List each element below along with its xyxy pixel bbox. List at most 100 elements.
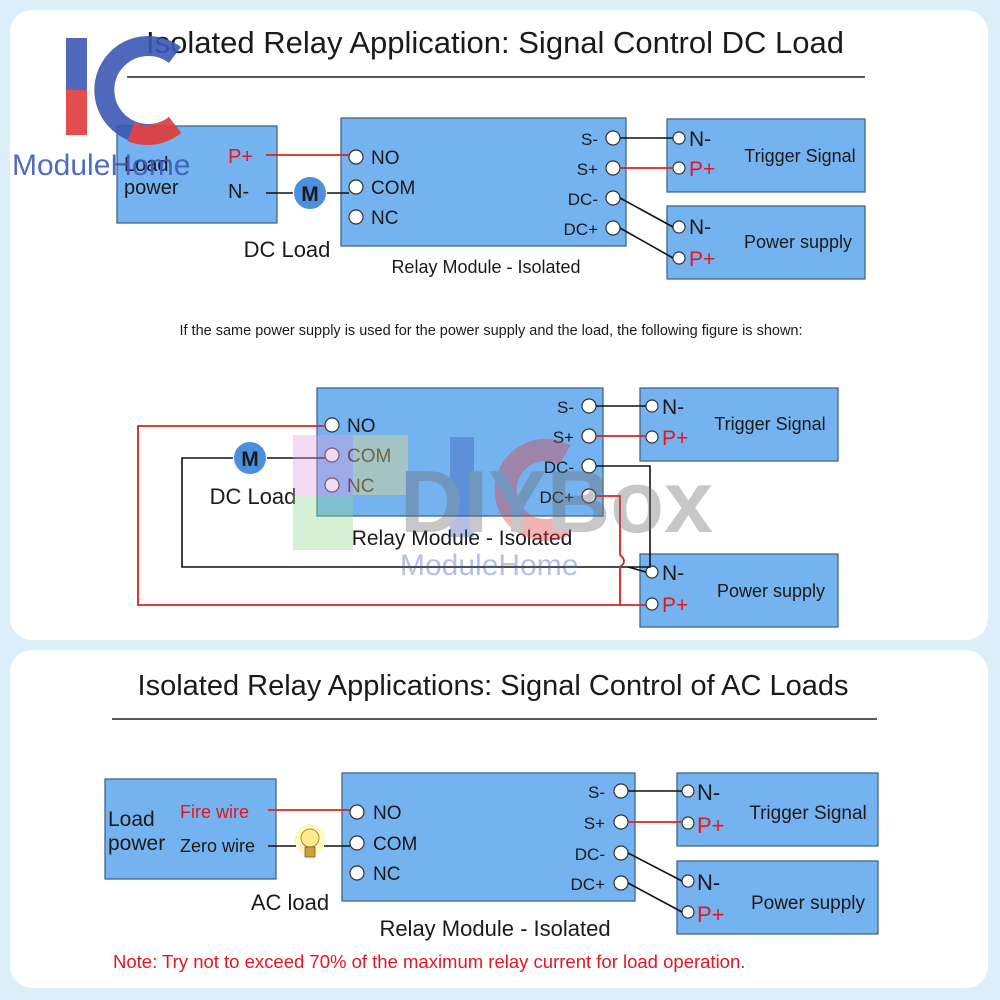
supply-n-label-2: N- [662, 562, 684, 585]
pin-dc-plus-label-2: DC+ [540, 488, 575, 507]
trigger-n-label-3: N- [697, 780, 720, 805]
trigger-p-label: P+ [689, 158, 715, 181]
pin-s-minus-2 [581, 398, 597, 414]
power-supply-block [666, 205, 866, 280]
trigger-signal-block [666, 118, 866, 193]
pin-s-plus-2 [581, 428, 597, 444]
trigger-pin-n [672, 131, 686, 145]
lightbulb-icon [294, 824, 326, 858]
supply-pin-p-2 [645, 597, 659, 611]
load-power-block [116, 125, 278, 224]
trigger-n-label-2: N- [662, 396, 684, 419]
pin-dc-plus-3 [613, 875, 629, 891]
note-same-supply: If the same power supply is used for the… [179, 323, 802, 339]
power-supply-block-2 [639, 553, 839, 628]
zero-wire-label: Zero wire [180, 836, 255, 856]
relay-module-block [340, 117, 627, 247]
pin-dc-minus-label-2: DC- [544, 458, 574, 477]
supply-pin-n [672, 220, 686, 234]
pin-s-minus-label-2: S- [557, 398, 574, 417]
pin-com-label-3: COM [373, 834, 417, 855]
pin-no-label-2: NO [347, 416, 376, 437]
relay-module-block-2 [316, 387, 604, 517]
relay-label-3: Relay Module - Isolated [379, 916, 610, 941]
pin-nc-2 [324, 477, 340, 493]
supply-pin-p-3 [681, 905, 695, 919]
supply-p-label: P+ [689, 248, 715, 271]
pin-nc [348, 209, 364, 225]
trigger-label: Trigger Signal [744, 146, 855, 166]
relay-module-block-3 [341, 772, 636, 902]
supply-n-label: N- [689, 216, 711, 239]
pin-dc-plus-label-3: DC+ [571, 875, 606, 894]
trigger-n-label: N- [689, 128, 711, 151]
svg-text:ModuleHome: ModuleHome [12, 149, 190, 182]
pin-nc-label-3: NC [373, 864, 400, 885]
trigger-pin-n-3 [681, 784, 695, 798]
supply-label-2: Power supply [717, 581, 825, 601]
supply-pin-n-3 [681, 874, 695, 888]
fire-wire-label: Fire wire [180, 802, 249, 822]
wire-dc-minus [619, 197, 674, 228]
wire-dc-minus-3 [627, 852, 683, 882]
diybox-watermark: DIYBox ModuleHome [293, 435, 713, 582]
load-power-n: N- [228, 181, 249, 203]
pin-no [348, 149, 364, 165]
trigger-signal-block-2 [639, 387, 839, 462]
trigger-signal-block-3 [676, 772, 879, 847]
trigger-label-2: Trigger Signal [714, 414, 825, 434]
svg-text:DIYBox: DIYBox [400, 452, 713, 551]
wire-dc-minus-loop-2 [181, 457, 651, 568]
trigger-pin-n-2 [645, 399, 659, 413]
pin-s-plus-3 [613, 814, 629, 830]
trigger-pin-p-2 [645, 430, 659, 444]
pin-s-plus-label-2: S+ [553, 428, 574, 447]
pin-no-label-3: NO [373, 803, 402, 824]
title-ac: Isolated Relay Applications: Signal Cont… [138, 670, 849, 702]
load-power-p: P+ [228, 146, 253, 168]
dc-load-label-2: DC Load [210, 484, 297, 509]
power-supply-block-3 [676, 860, 879, 935]
pin-com-label: COM [371, 178, 415, 199]
trigger-p-label-2: P+ [662, 427, 688, 450]
panel-dc [10, 10, 988, 640]
load-power-line1: Load [124, 154, 169, 176]
ac-load-label: AC load [251, 890, 329, 915]
pin-dc-plus [605, 220, 621, 236]
pin-dc-minus-3 [613, 845, 629, 861]
supply-p-label-3: P+ [697, 902, 725, 927]
trigger-label-3: Trigger Signal [749, 803, 867, 824]
trigger-p-label-3: P+ [697, 813, 725, 838]
ac-load-power-line2: power [108, 832, 165, 855]
motor-label-2: M [241, 448, 259, 471]
pin-dc-plus-label: DC+ [564, 220, 599, 239]
pin-no-2 [324, 417, 340, 433]
pin-com-3 [349, 835, 365, 851]
supply-pin-p [672, 251, 686, 265]
pin-no-3 [349, 804, 365, 820]
pin-s-plus-label-3: S+ [584, 814, 605, 833]
load-power-line2: power [124, 177, 179, 199]
relay-label-2: Relay Module - Isolated [352, 527, 573, 550]
title-dc: Isolated Relay Application: Signal Contr… [146, 25, 844, 60]
pin-s-minus-3 [613, 783, 629, 799]
ic-modulehome-logo: ModuleHome [12, 36, 190, 182]
wire-dc-plus-supply-2 [596, 495, 625, 605]
pin-com-label-2: COM [347, 446, 391, 467]
pin-nc-label: NC [371, 208, 398, 229]
pin-dc-minus [605, 190, 621, 206]
pin-s-plus-label: S+ [577, 160, 598, 179]
pin-dc-minus-label-3: DC- [575, 845, 605, 864]
supply-p-label-2: P+ [662, 594, 688, 617]
pin-s-minus-label-3: S- [588, 783, 605, 802]
pin-dc-minus-label: DC- [568, 190, 598, 209]
pin-no-label: NO [371, 148, 400, 169]
trigger-pin-p-3 [681, 816, 695, 830]
pin-com-2 [324, 447, 340, 463]
supply-label: Power supply [744, 232, 852, 252]
relay-label: Relay Module - Isolated [391, 257, 580, 277]
pin-s-minus-label: S- [581, 130, 598, 149]
pin-s-plus [605, 160, 621, 176]
ac-load-power-line1: Load [108, 808, 155, 831]
